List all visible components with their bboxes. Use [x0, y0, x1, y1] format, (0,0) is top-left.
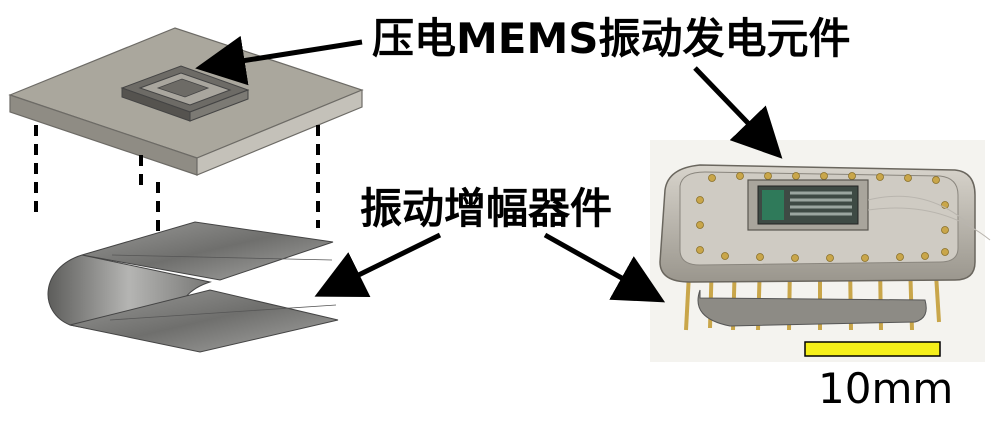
mems-chip-model — [120, 65, 250, 122]
dashed-guides — [34, 125, 320, 272]
bonding-wires — [867, 195, 991, 241]
arrow-mems-to-photo — [693, 66, 783, 159]
exploded-3d-model — [8, 27, 364, 353]
amplifier-strip-photo — [697, 289, 927, 327]
mems-chip-photo — [747, 179, 869, 231]
label-amplifier: 振动增幅器件 — [360, 184, 613, 233]
label-mems-element: 压电MEMS振动发电元件 — [372, 14, 851, 63]
device-photograph — [650, 140, 991, 362]
bent-sheet-model — [47, 221, 339, 353]
label-scale: 10mm — [818, 364, 954, 413]
arrow-amp-to-model — [314, 232, 442, 298]
arrow-mems-to-model — [195, 35, 363, 86]
pointer-arrows — [195, 35, 783, 303]
arrow-amp-to-photo — [543, 232, 666, 303]
scale-bar — [804, 341, 941, 357]
